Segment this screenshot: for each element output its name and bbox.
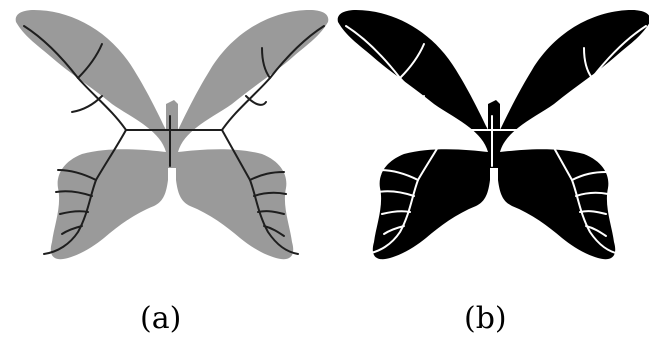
panel-b-silhouette xyxy=(338,10,649,259)
panel-a-silhouette xyxy=(16,10,329,259)
caption-b: (b) xyxy=(464,304,507,334)
panel-a-butterfly xyxy=(16,10,329,259)
panel-b-butterfly xyxy=(338,10,649,259)
caption-a: (a) xyxy=(140,304,181,334)
